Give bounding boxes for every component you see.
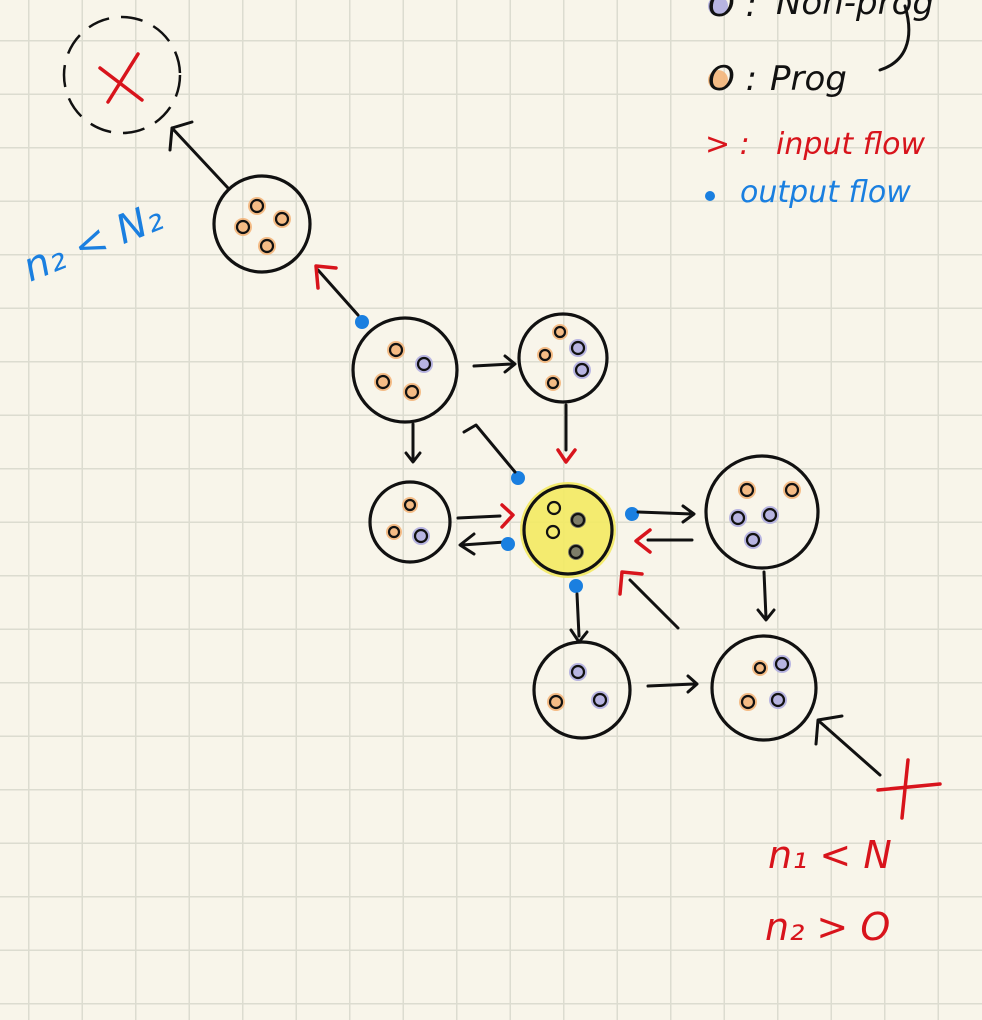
output-dot-center-left <box>501 537 515 551</box>
legend-prog-symbol: O : <box>708 59 757 99</box>
source-cross-icon <box>876 758 942 820</box>
arrow-center-to-d <box>458 532 507 556</box>
removed-cross-icon <box>98 52 144 104</box>
legend-brace <box>878 4 911 72</box>
legend-output-dot <box>705 191 715 201</box>
input-marker-center-bottom-right <box>618 570 644 596</box>
bottom-condition-1: n₁ < N <box>768 833 892 877</box>
legend-input-symbol: > : <box>705 127 750 162</box>
arrow-g-to-center <box>628 578 680 630</box>
output-dot-b <box>355 315 369 329</box>
cell-g <box>710 634 818 742</box>
input-marker-center-left <box>500 503 515 529</box>
arrow-to-exited <box>168 120 230 190</box>
output-dot-center-top <box>511 471 525 485</box>
output-dot-center-right <box>625 507 639 521</box>
bottom-condition-2: n₂ > O <box>765 905 890 949</box>
arrow-center-to-e <box>636 504 696 524</box>
center-cell <box>520 482 616 578</box>
arrow-d-to-center <box>456 514 502 520</box>
arrow-center-to-f <box>569 592 589 644</box>
legend-input-label: input flow <box>776 127 925 162</box>
legend-prog-label: Prog <box>770 59 847 99</box>
arrow-entry-to-g <box>814 714 882 777</box>
cell-b <box>351 316 459 424</box>
arrow-center-to-b <box>462 423 517 474</box>
cell-d <box>368 480 452 564</box>
top-condition: n₂ < N₂ <box>17 194 170 291</box>
input-marker-center-right <box>634 528 652 554</box>
legend-non-prog-label: Non-prog <box>776 0 934 23</box>
arrow-b-to-d <box>404 422 422 464</box>
legend-non-prog-dot <box>708 0 728 16</box>
input-marker-a <box>314 264 338 290</box>
legend-non-prog-symbol: O : <box>708 0 757 25</box>
cell-c <box>517 312 609 404</box>
legend-output-label: output flow <box>740 175 911 210</box>
arrow-e-to-g <box>756 570 776 622</box>
exited-cell-outline <box>62 15 182 135</box>
input-marker-center-top <box>556 448 577 464</box>
exited-cell <box>62 15 182 135</box>
arrow-f-to-g <box>646 674 699 694</box>
arrow-b-to-c <box>472 354 517 374</box>
legend: O : Non-prog O : Prog > : input flow out… <box>705 0 934 210</box>
legend-prog-dot <box>708 70 728 90</box>
arrow-b-to-a <box>316 268 360 317</box>
cell-a <box>212 174 312 274</box>
cell-e <box>704 454 820 570</box>
output-dot-center-bottom <box>569 579 583 593</box>
cell-f <box>532 640 632 740</box>
